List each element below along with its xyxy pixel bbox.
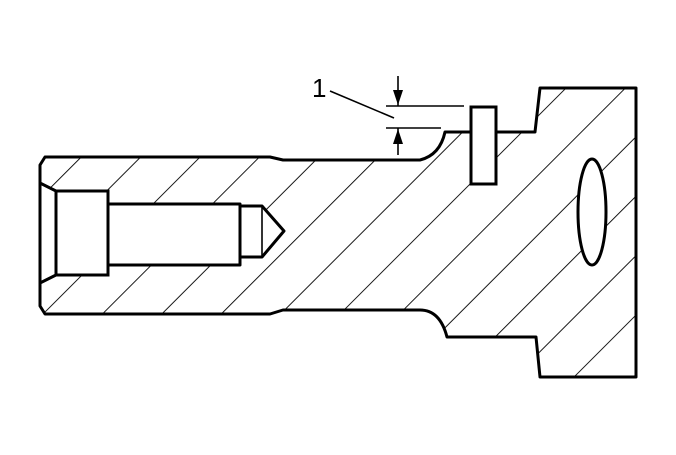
oval-hole: [576, 157, 608, 267]
key-pin: [469, 105, 498, 186]
dimension-arrow-down-icon: [393, 90, 403, 105]
clearance-dimension: [386, 76, 464, 155]
bore-counterbore-inner: [54, 189, 110, 277]
callout-1: 1: [312, 73, 395, 119]
bore-drill-hole: [106, 202, 286, 267]
callout-label: 1: [312, 73, 326, 103]
callout-leader-line: [329, 90, 395, 119]
threaded-bore: [38, 181, 286, 285]
dimension-arrow-up-icon: [393, 129, 403, 144]
